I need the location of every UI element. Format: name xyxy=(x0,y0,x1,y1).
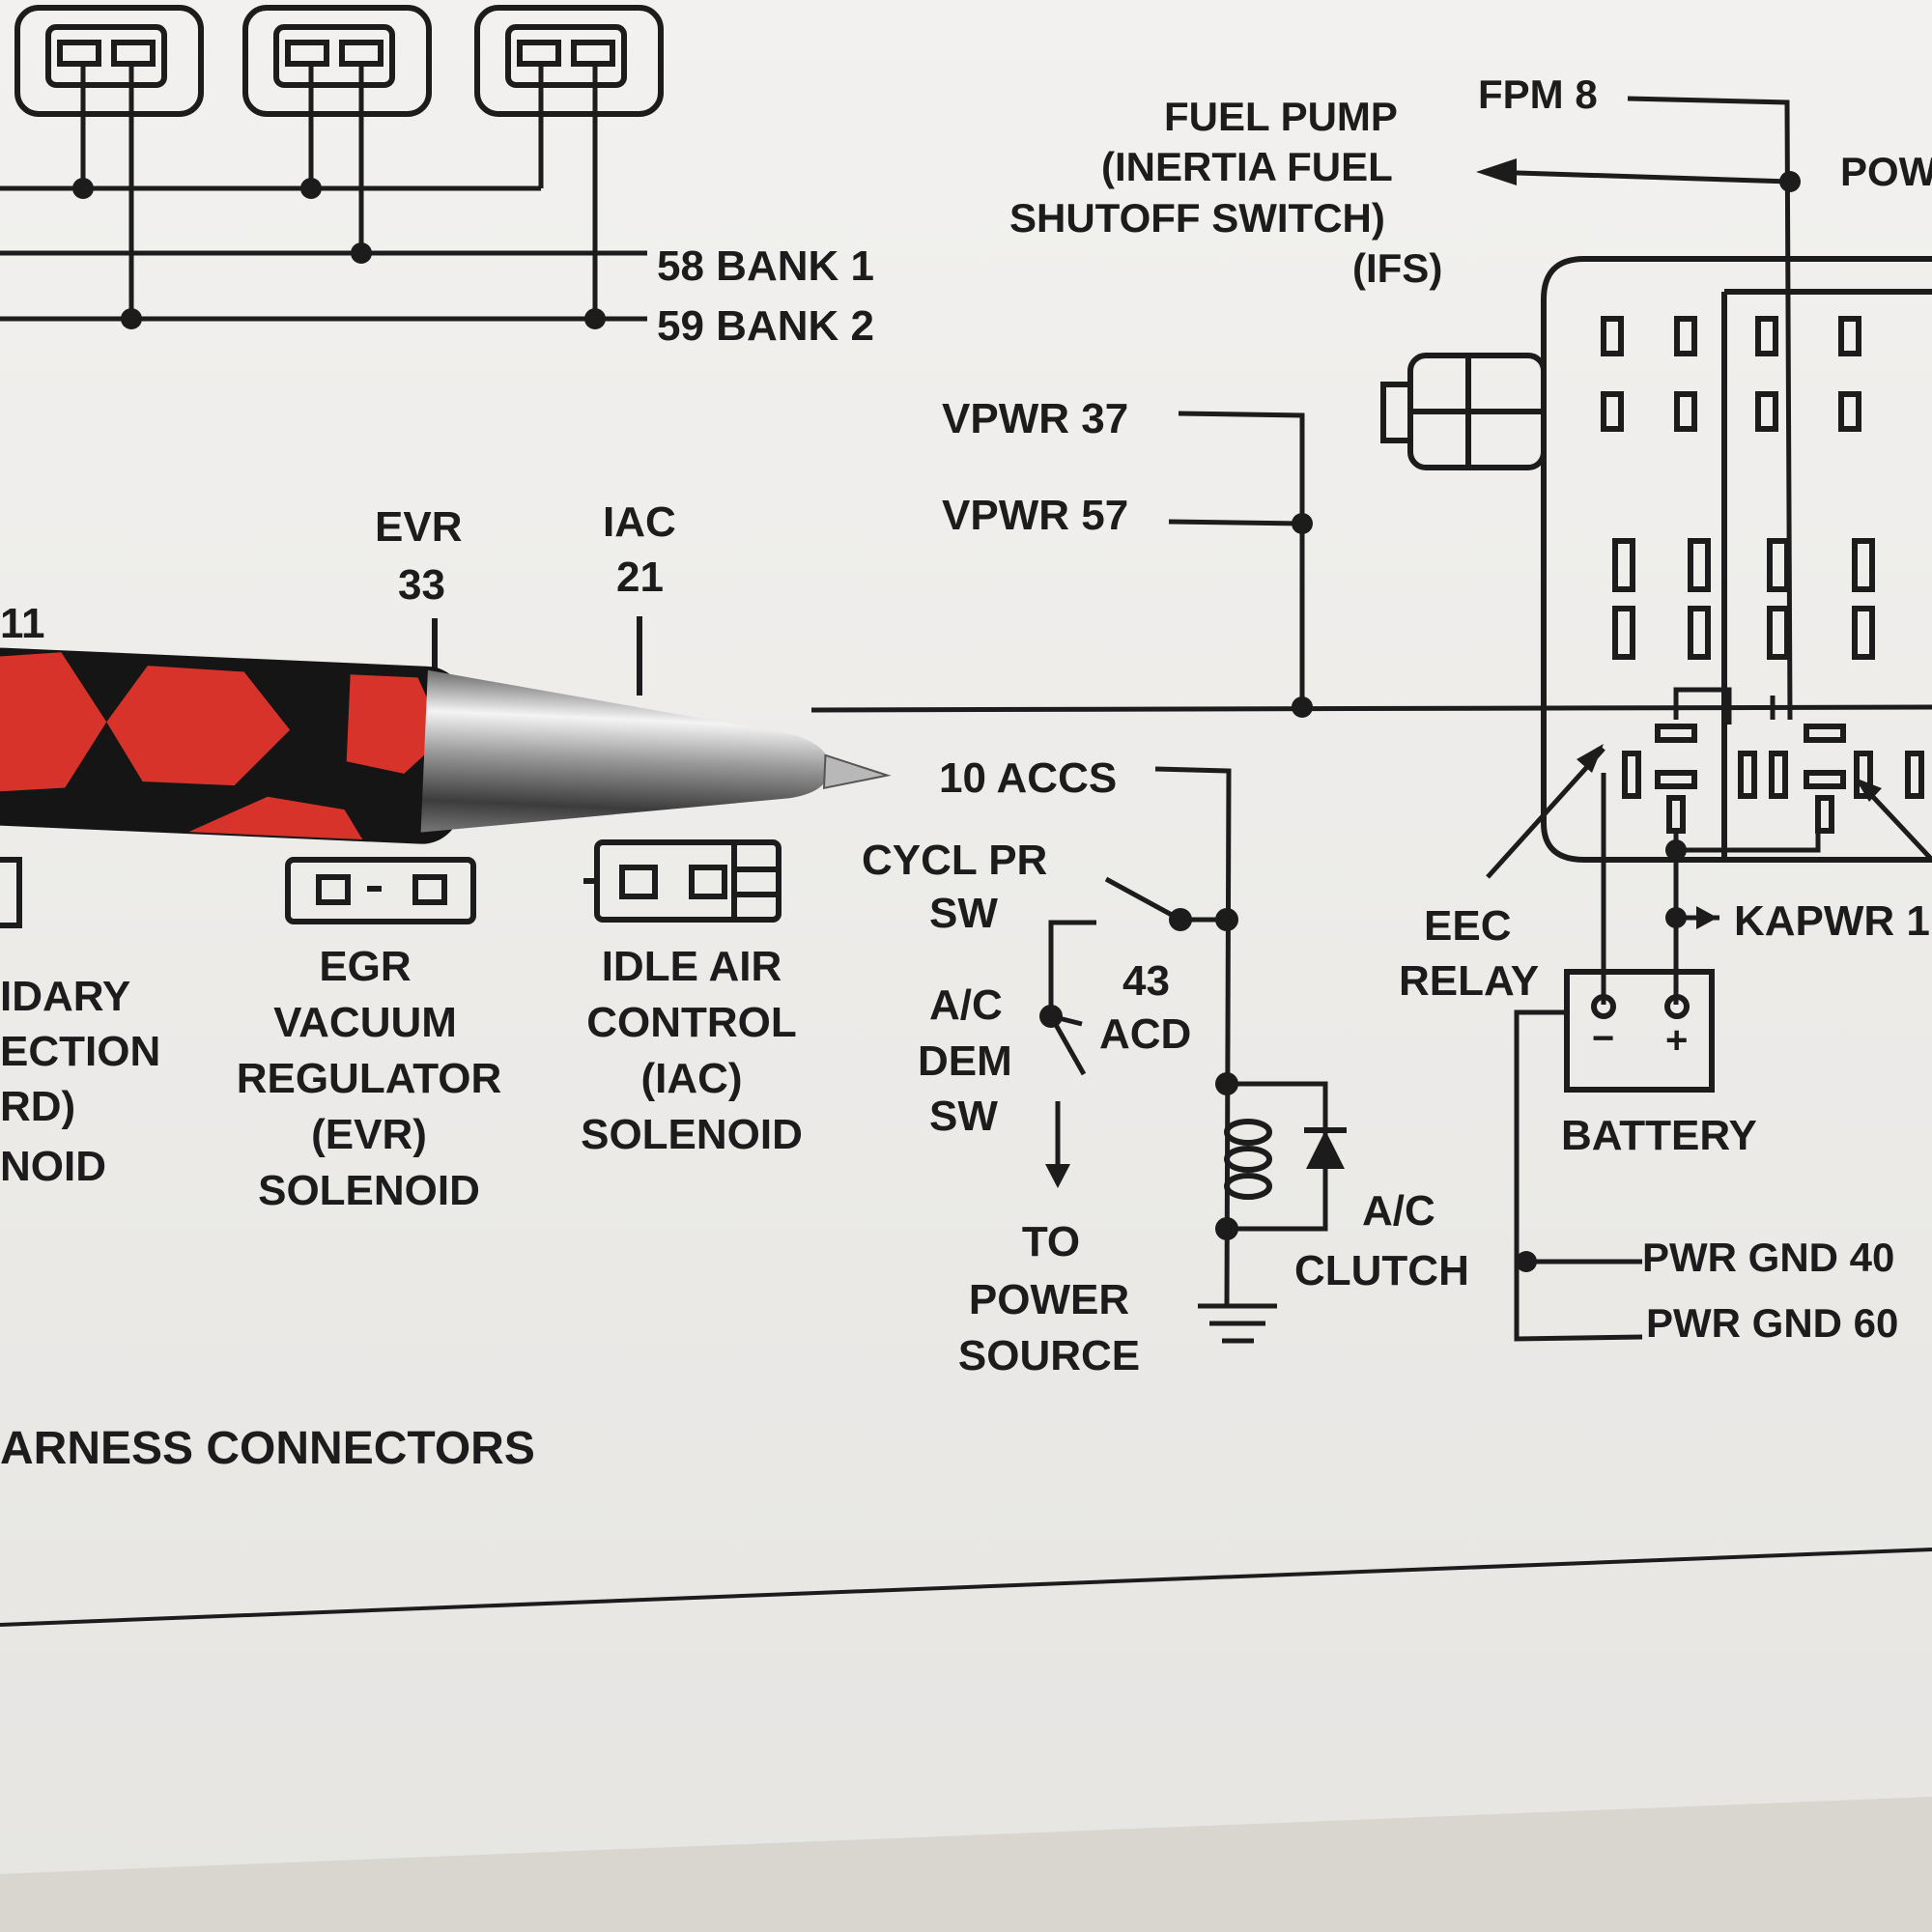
fpm-junction xyxy=(1779,171,1801,192)
fpm-label: FPM 8 xyxy=(1478,71,1598,117)
relay-label: RELAY xyxy=(1399,957,1539,1005)
iac-solenoid-label: IDLE AIR CONTROL (IAC) SOLENOID xyxy=(581,943,803,1158)
pin-stubs xyxy=(432,616,642,696)
egr-label: EGR VACUUM REGULATOR (EVR) SOLENOID xyxy=(237,943,502,1214)
secondary-connector-cut xyxy=(0,857,22,928)
fuel-pump-arrow xyxy=(1476,158,1517,185)
eec-relay-pointer xyxy=(1486,747,1605,879)
pen xyxy=(0,647,892,844)
ac-clutch-coil xyxy=(1224,1119,1272,1200)
clutch-label: CLUTCH xyxy=(1294,1247,1469,1294)
pen-chrome-cone xyxy=(420,669,830,833)
cut-pin-number: 11 xyxy=(0,600,45,647)
clutch-ac-label: A/C xyxy=(1362,1187,1435,1235)
right-pointer-arrowhead xyxy=(1855,778,1882,802)
relay-junctions xyxy=(1665,839,1687,928)
cycl-pr-label: CYCL PR xyxy=(862,837,1047,884)
ground-wires xyxy=(1514,1009,1643,1342)
iac-label: IAC xyxy=(603,498,676,546)
bank-junctions xyxy=(72,178,606,329)
egr-line2: VACUUM xyxy=(273,999,457,1046)
iac-line2: CONTROL xyxy=(586,999,797,1046)
eec-label: EEC xyxy=(1424,902,1511,950)
iac-line3: (IAC) xyxy=(640,1055,742,1102)
dem-ac-label: A/C xyxy=(929,981,1003,1029)
vpwr-wires xyxy=(810,411,1932,713)
pen-grip-pattern xyxy=(0,652,444,840)
battery-plus: + xyxy=(1665,1019,1688,1062)
secondary-solenoid-label: IDARY ECTION RD) NOID xyxy=(0,973,160,1190)
pwr-gnd60-label: PWR GND 60 xyxy=(1646,1300,1898,1346)
power-label: POWER xyxy=(969,1276,1129,1323)
acd-label: ACD xyxy=(1099,1010,1191,1058)
dem-sw-label: SW xyxy=(929,1093,998,1140)
relay-slots xyxy=(1601,316,1924,834)
secondary-line1: IDARY xyxy=(0,973,130,1020)
eec-relay-box xyxy=(1541,256,1932,863)
egr-line1: EGR xyxy=(319,943,411,990)
harness-connectors-label: ARNESS CONNECTORS xyxy=(0,1423,535,1474)
ground-junction xyxy=(1516,1251,1537,1272)
to-label: TO xyxy=(1022,1218,1080,1265)
iac-line4: SOLENOID xyxy=(581,1111,803,1158)
battery-minus: − xyxy=(1592,1017,1614,1060)
evr-pin-number: 33 xyxy=(398,561,445,609)
battery-label: BATTERY xyxy=(1561,1112,1757,1159)
egr-line5: SOLENOID xyxy=(258,1167,480,1214)
fuel-pump-label: FUEL PUMP xyxy=(1164,94,1398,139)
secondary-line3: RD) xyxy=(0,1083,75,1130)
page-bottom-rule xyxy=(0,1548,1932,1627)
shutoff-switch-label: SHUTOFF SWITCH) xyxy=(1009,195,1385,241)
egr-line3: REGULATOR xyxy=(237,1055,502,1102)
relay-nut xyxy=(1380,353,1547,470)
egr-line4: (EVR) xyxy=(311,1111,427,1158)
secondary-line2: ECTION xyxy=(0,1028,160,1075)
vpwr57-label: VPWR 57 xyxy=(942,492,1128,539)
fuel-pump-wires xyxy=(1487,96,1793,721)
kapwr-label: KAPWR 1 xyxy=(1734,897,1930,945)
acd-number: 43 xyxy=(1122,957,1170,1005)
to-power-arrow xyxy=(1045,1164,1070,1188)
egr-connector xyxy=(285,857,476,924)
vpwr37-label: VPWR 37 xyxy=(942,395,1128,442)
source-label: SOURCE xyxy=(958,1332,1140,1379)
iac-line1: IDLE AIR xyxy=(602,943,782,990)
secondary-line4: NOID xyxy=(0,1143,106,1190)
kapwr-arrow xyxy=(1696,906,1718,929)
ac-junctions xyxy=(1039,908,1238,1240)
evr-label: EVR xyxy=(375,503,462,551)
battery-symbol xyxy=(1564,969,1715,1093)
ac-clutch-diode xyxy=(1306,1130,1345,1169)
vpwr-junctions xyxy=(1292,513,1313,718)
dem-label: DEM xyxy=(918,1037,1012,1085)
page-edge-shadow xyxy=(0,1797,1932,1932)
pen-tip xyxy=(822,753,892,790)
ifs-label: (IFS) xyxy=(1352,245,1442,291)
bank2-label: 59 BANK 2 xyxy=(657,302,874,350)
cycl-sw-label: SW xyxy=(929,890,998,937)
pwr-gnd40-label: PWR GND 40 xyxy=(1642,1235,1894,1280)
accs-label: 10 ACCS xyxy=(939,754,1117,802)
eec-relay-arrowhead xyxy=(1577,744,1604,773)
iac-connector xyxy=(583,839,781,923)
power-cut-label: POW xyxy=(1840,149,1932,194)
iac-pin-number: 21 xyxy=(616,554,664,601)
bank1-label: 58 BANK 1 xyxy=(657,242,874,290)
inertia-fuel-label: (INERTIA FUEL xyxy=(1101,144,1393,189)
top-connectors xyxy=(14,5,664,117)
